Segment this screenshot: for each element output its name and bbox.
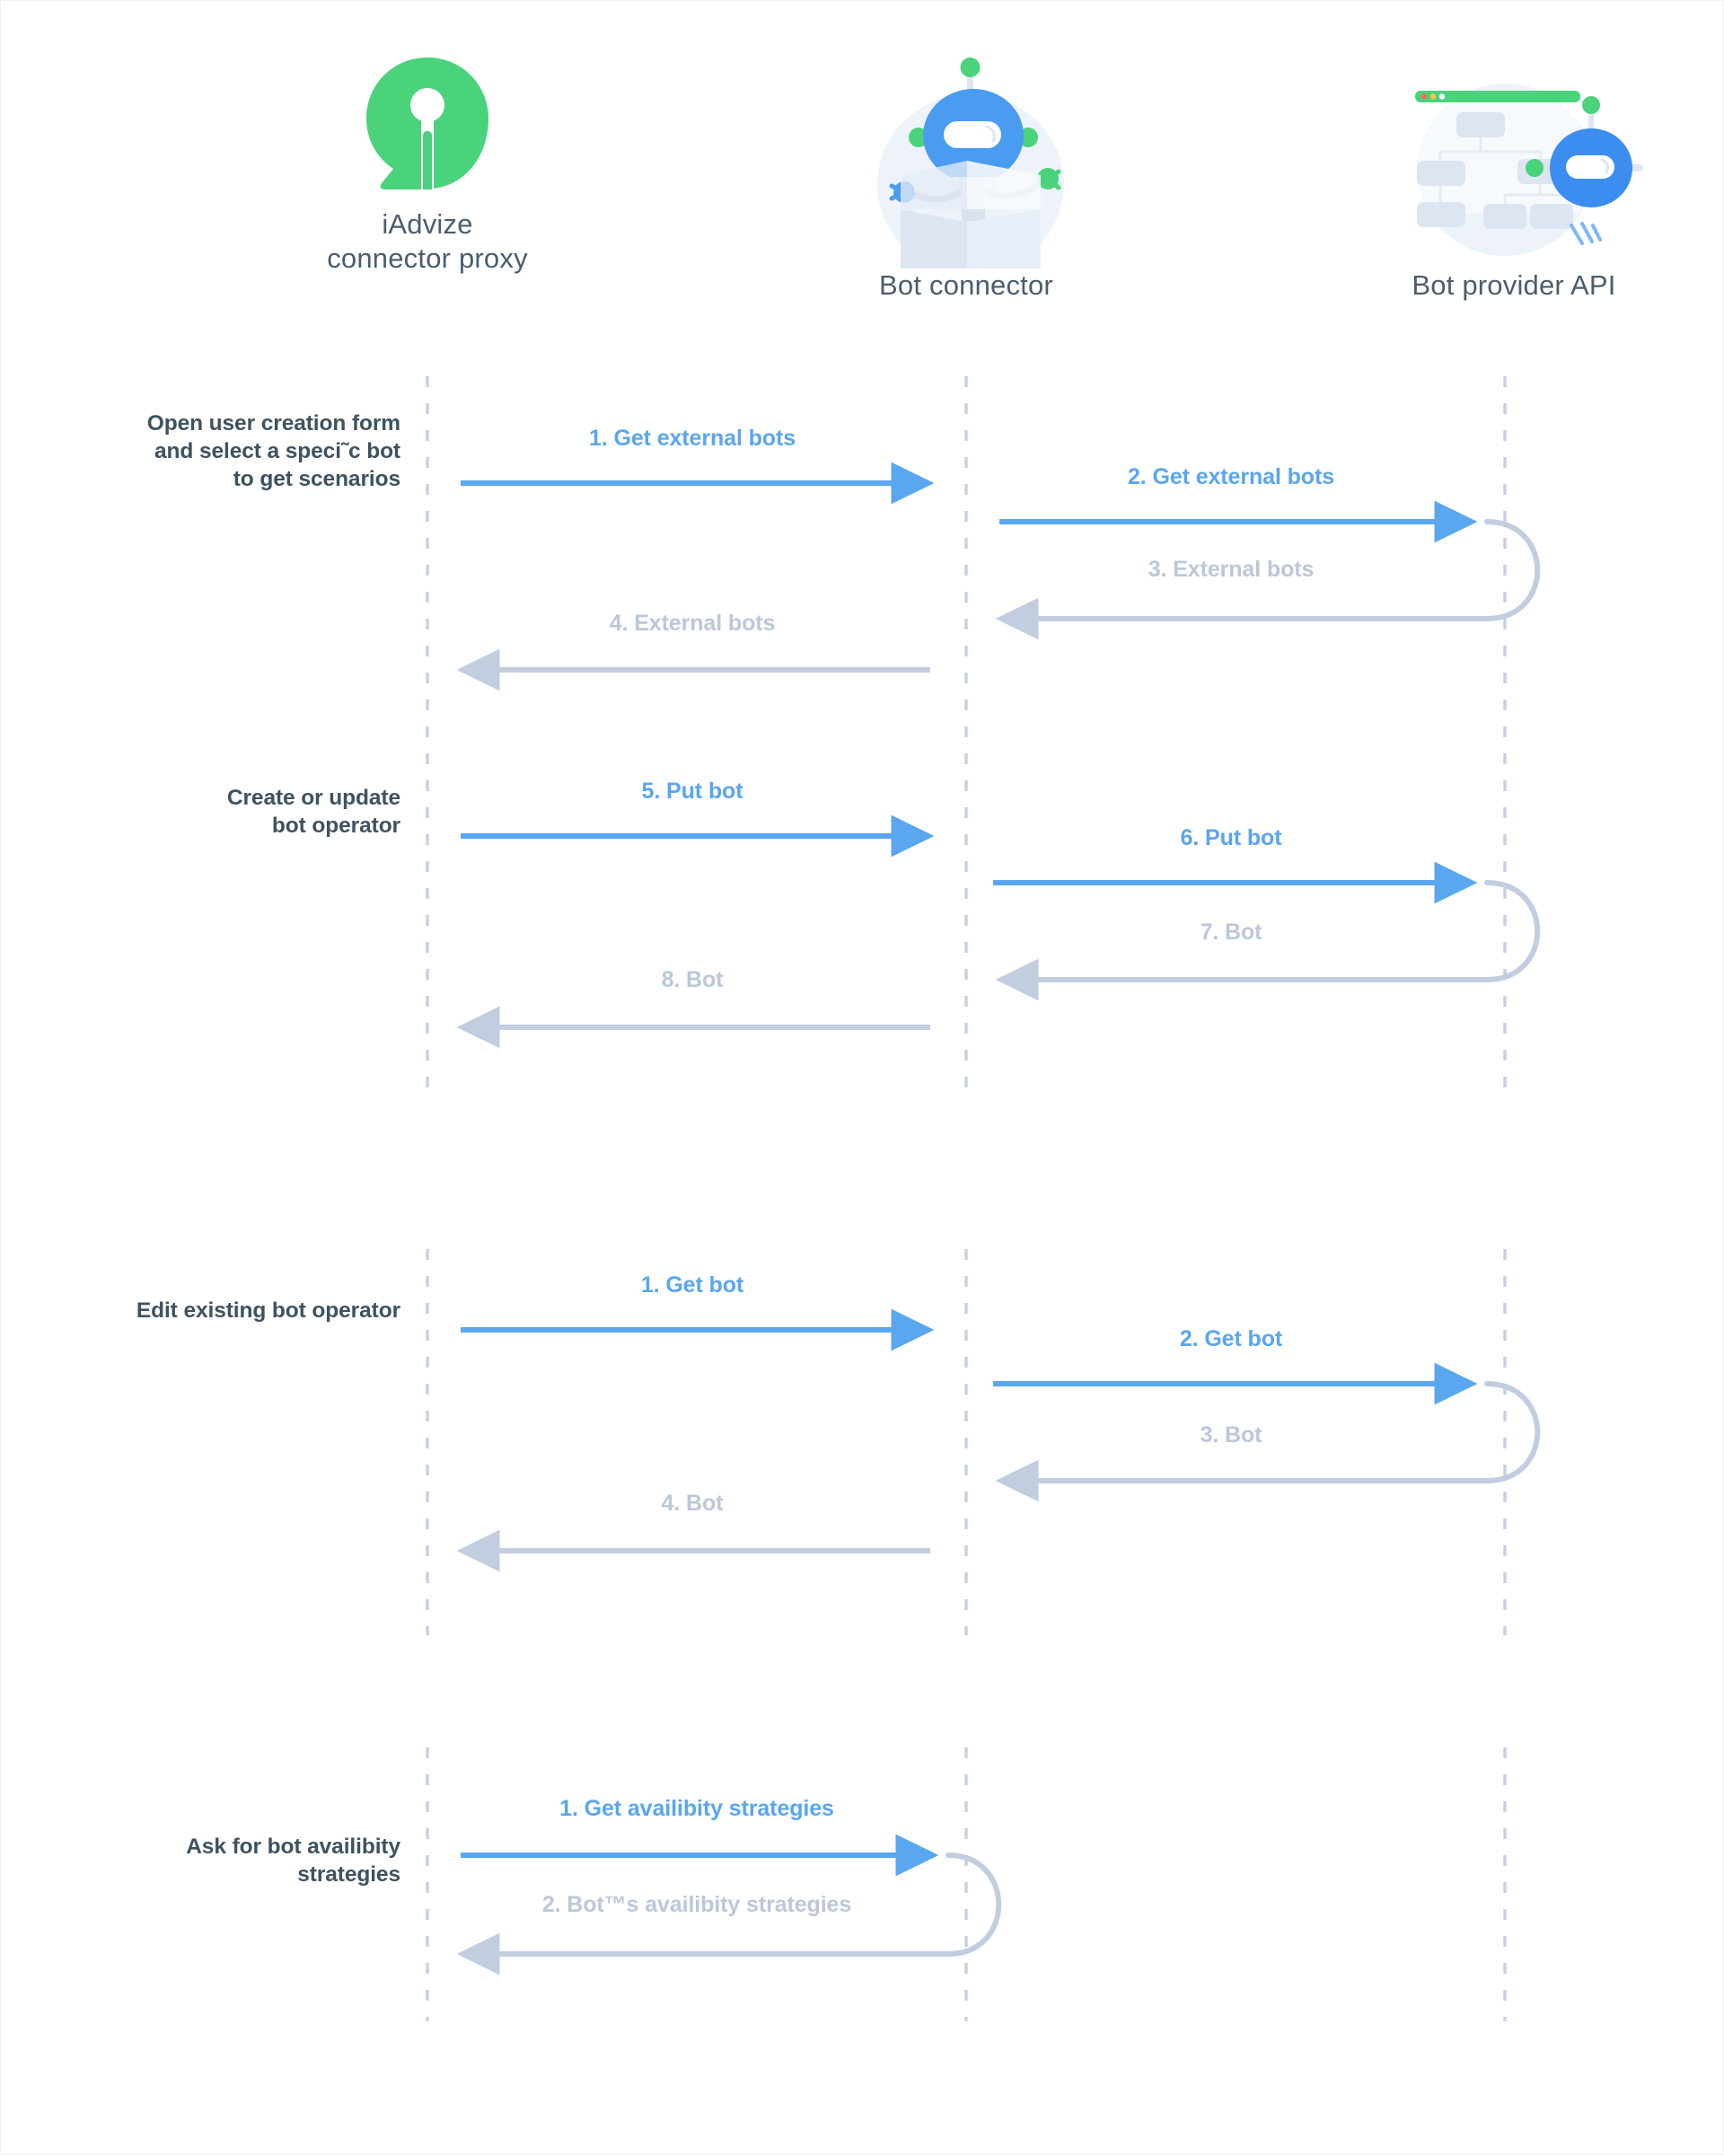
bot-provider-api-flowchart-robot-icon: [1334, 53, 1693, 268]
msg-label-1-get-external-bots: 1. Get external bots: [588, 426, 796, 451]
msg-label-edit-1-get-bot: 1. Get bot: [640, 1272, 744, 1298]
msg-label-edit-3-bot: 3. Bot: [1200, 1422, 1262, 1448]
msg-label-edit-4-bot: 4. Bot: [661, 1491, 724, 1516]
msg-label-3-external-bots: 3. External bots: [1148, 557, 1315, 582]
msg-label-8-bot: 8. Bot: [661, 967, 724, 992]
note-open-user-creation-form: Open user creation form and select a spe…: [146, 411, 400, 491]
bot-connector-robot-in-box-icon: [787, 33, 1146, 274]
return-curve-connector-4: [946, 1852, 1002, 1957]
block-edit-arrows: [456, 1308, 1541, 1572]
iadvize-logo-icon: [248, 55, 607, 207]
note-edit-existing-bot-operator: Edit existing bot operator: [136, 1298, 400, 1323]
block-put-arrows: [456, 814, 1541, 1049]
msg-label-6-put-bot: 6. Put bot: [1180, 825, 1282, 850]
msg-label-7-bot: 7. Bot: [1200, 920, 1262, 945]
actor-connector: Bot connector: [787, 33, 1146, 303]
msg-label-avail-2-bot-strategies: 2. Bot™s availibity strategies: [541, 1892, 852, 1917]
actor-proxy: iAdvize connector proxy: [248, 55, 607, 276]
note-create-or-update-bot-operator: Create or update bot operator: [226, 786, 400, 838]
msg-label-avail-1-get-strategies: 1. Get availibity strategies: [559, 1796, 834, 1821]
note-ask-for-bot-availibity-strategies: Ask for bot availibity strategies: [186, 1835, 400, 1887]
actor-provider-label: Bot provider API: [1412, 269, 1616, 301]
actor-connector-label: Bot connector: [879, 269, 1053, 301]
block-availability-arrows: [456, 1834, 1002, 1976]
msg-label-5-put-bot: 5. Put bot: [641, 779, 743, 804]
return-curve-provider-2: [1484, 880, 1541, 982]
block-create-arrows: [456, 462, 1541, 691]
return-curve-provider-1: [1484, 519, 1541, 621]
msg-label-edit-2-get-bot: 2. Get bot: [1179, 1326, 1283, 1351]
actor-proxy-label: iAdvize connector proxy: [327, 208, 528, 274]
msg-label-4-external-bots: 4. External bots: [609, 611, 776, 636]
msg-label-2-get-external-bots: 2. Get external bots: [1127, 464, 1335, 489]
actor-provider: Bot provider API: [1334, 53, 1693, 303]
return-curve-provider-3: [1484, 1381, 1541, 1483]
